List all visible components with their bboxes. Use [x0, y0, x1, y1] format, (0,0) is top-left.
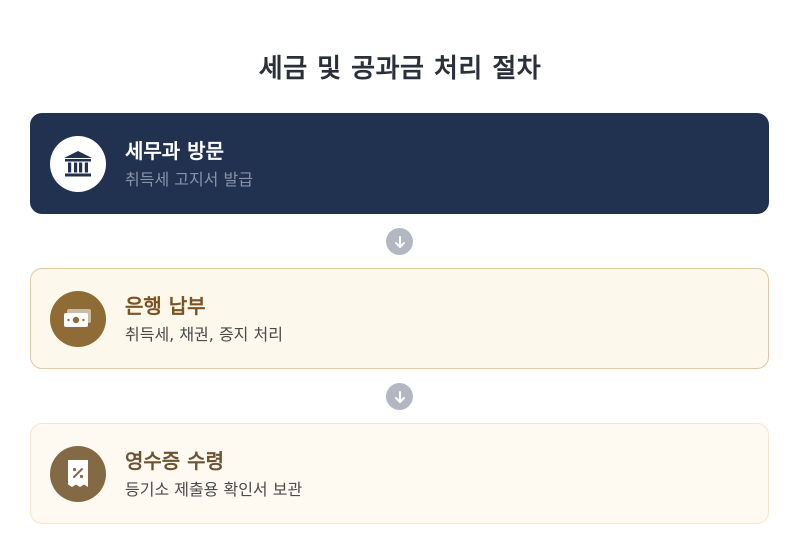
- step-title: 영수증 수령: [125, 449, 224, 473]
- step-description: 취득세 고지서 발급: [125, 170, 253, 189]
- step-title: 세무과 방문: [125, 139, 224, 163]
- arrow-down-icon: [386, 383, 413, 410]
- step-description: 취득세, 채권, 증지 처리: [125, 325, 283, 344]
- page-title: 세금 및 공과금 처리 절차: [258, 54, 542, 84]
- receipt-icon: [68, 460, 88, 487]
- step-card-tax-office: 세무과 방문 취득세 고지서 발급: [30, 113, 769, 214]
- step-icon-circle: [50, 291, 106, 347]
- step-card-bank-payment: 은행 납부 취득세, 채권, 증지 처리: [30, 268, 769, 369]
- bank-icon: [64, 151, 92, 177]
- step-title: 은행 납부: [125, 294, 206, 318]
- step-description: 등기소 제출용 확인서 보관: [125, 480, 303, 499]
- step-card-receipt: 영수증 수령 등기소 제출용 확인서 보관: [30, 423, 769, 524]
- step-icon-circle: [50, 446, 106, 502]
- arrow-down-icon: [386, 228, 413, 255]
- step-icon-circle: [50, 136, 106, 192]
- money-icon: [64, 309, 91, 327]
